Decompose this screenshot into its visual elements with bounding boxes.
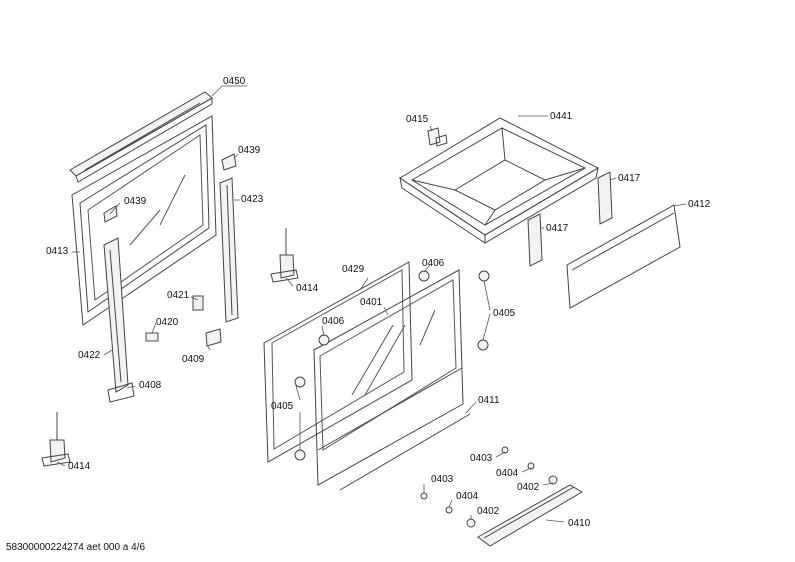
part-0417-runner-left (527, 213, 543, 267)
label-0410: 0410 (568, 518, 591, 529)
label-0439-right: 0439 (238, 145, 261, 156)
label-0402-lower: 0402 (477, 506, 500, 517)
part-0410-handle (477, 484, 583, 547)
label-0406-right: 0406 (422, 258, 445, 269)
label-0414-lower: 0414 (68, 461, 91, 472)
label-0421: 0421 (167, 290, 190, 301)
label-0423: 0423 (241, 194, 264, 205)
label-0439-left: 0439 (124, 196, 147, 207)
drawing-reference-footer: 58300000224274 aet 000 a 4/6 (6, 542, 146, 553)
part-0450-top-trim (69, 91, 213, 183)
part-0420-clip (145, 332, 159, 342)
label-0417-left: 0417 (546, 223, 569, 234)
part-0417-runner-right (597, 171, 613, 225)
label-0420: 0420 (156, 317, 179, 328)
label-0404-lower: 0404 (456, 491, 479, 502)
part-0441-tray (399, 117, 600, 244)
part-labels: 0450 0439 0439 0423 0413 0421 0420 0409 … (46, 76, 711, 529)
label-0429: 0429 (342, 264, 365, 275)
label-0414-upper: 0414 (296, 283, 319, 294)
label-0415: 0415 (406, 114, 429, 125)
label-0413: 0413 (46, 246, 69, 257)
part-0423-side-rail (219, 153, 239, 323)
label-0401: 0401 (360, 297, 383, 308)
part-0415-bracket (427, 127, 448, 147)
label-0417-right: 0417 (618, 173, 641, 184)
part-0429-middle-glass (263, 261, 413, 463)
part-0422-hinge-bar (103, 237, 135, 403)
part-0409-clip (205, 328, 222, 347)
part-0414-hinge-upper (270, 228, 299, 283)
part-0412-panel (566, 204, 681, 309)
label-0403-upper: 0403 (470, 453, 493, 464)
part-0411-seal-strip (339, 413, 471, 491)
label-0409: 0409 (182, 354, 205, 365)
label-0405-left: 0405 (271, 401, 294, 412)
leader-lines (56, 85, 687, 523)
part-0401-outer-door (313, 269, 464, 486)
part-0414-hinge-lower (41, 412, 71, 467)
label-0422: 0422 (78, 350, 101, 361)
label-0403-lower: 0403 (431, 474, 454, 485)
label-0412: 0412 (688, 199, 711, 210)
part-0421-clip (192, 295, 204, 311)
label-0405-right: 0405 (493, 308, 516, 319)
label-0406-left: 0406 (322, 316, 345, 327)
label-0404-upper: 0404 (496, 468, 519, 479)
label-0411: 0411 (478, 395, 500, 406)
label-0402-upper: 0402 (517, 482, 540, 493)
part-fasteners (420, 446, 558, 528)
label-0441: 0441 (550, 111, 573, 122)
label-0450: 0450 (223, 76, 246, 87)
label-0408: 0408 (139, 380, 162, 391)
part-0413-inner-frame (71, 115, 217, 326)
